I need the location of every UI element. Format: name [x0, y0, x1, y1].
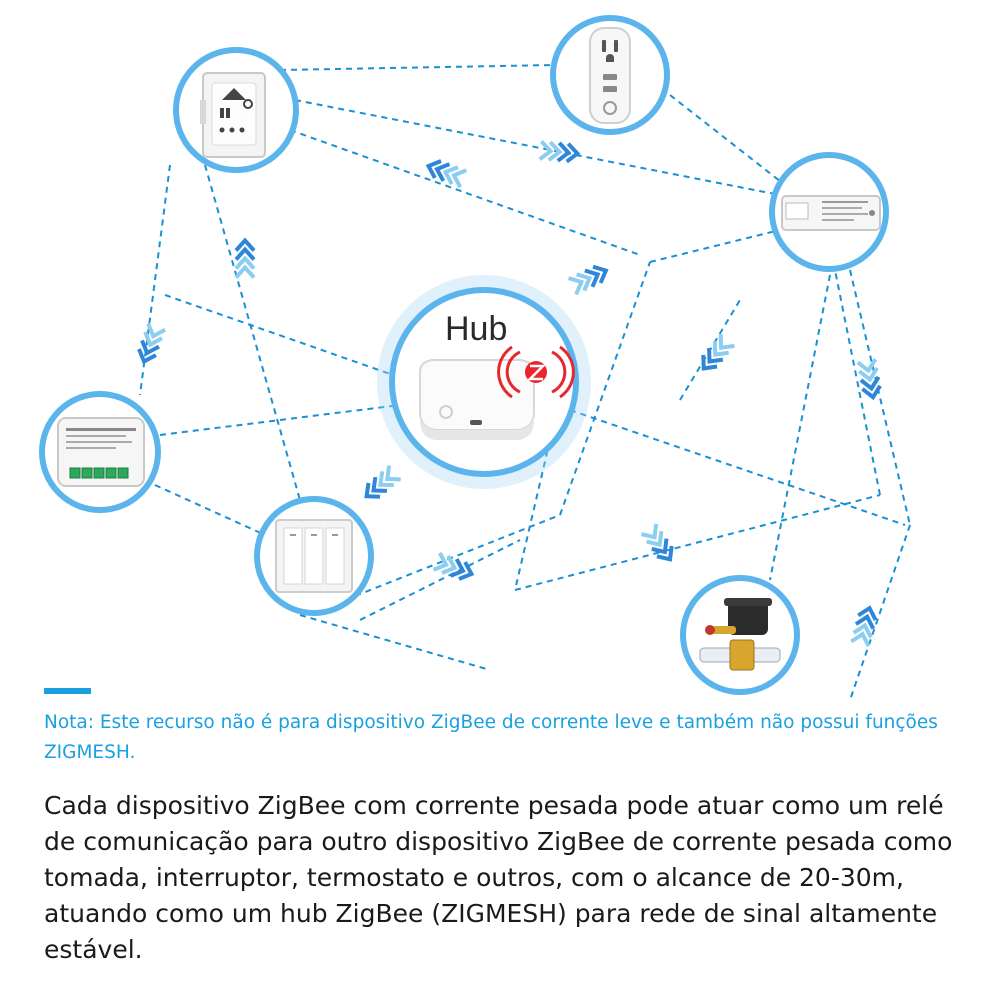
- mesh-link: [139, 164, 171, 396]
- mesh-link: [344, 514, 561, 601]
- light-controller-icon: [781, 195, 881, 231]
- mesh-link: [359, 539, 521, 621]
- mesh-link: [569, 409, 906, 526]
- mesh-link: [769, 274, 831, 581]
- chevron-icon: [364, 482, 381, 499]
- mesh-link: [154, 484, 266, 536]
- chevron-icon: [371, 476, 388, 493]
- chevron-icon: [434, 162, 451, 182]
- chevron-icon: [640, 523, 659, 540]
- signal-arrow: [425, 159, 468, 189]
- switch-module-icon: [57, 417, 145, 487]
- chevron-icon: [425, 159, 442, 179]
- chevron-icon: [861, 384, 882, 401]
- mesh-link: [279, 64, 556, 71]
- mesh-link: [289, 129, 641, 256]
- hub-node: Hub: [377, 275, 591, 489]
- signal-arrow: [701, 334, 735, 371]
- mesh-link: [559, 261, 651, 516]
- smart-plug-icon: [589, 27, 631, 124]
- signal-arrow: [538, 139, 581, 164]
- chevron-icon: [859, 375, 881, 392]
- chevron-icon: [857, 605, 878, 621]
- chevron-icon: [137, 348, 157, 365]
- chevron-icon: [592, 264, 609, 284]
- chevron-icon: [854, 613, 876, 630]
- note-text: Nota: Este recurso não é para dispositiv…: [44, 712, 938, 763]
- chevron-icon: [850, 631, 871, 648]
- chevron-icon: [576, 272, 593, 292]
- zigbee-mesh-diagram: Hub: [39, 15, 911, 700]
- signal-arrow: [234, 237, 256, 279]
- mesh-link: [849, 524, 911, 700]
- chevron-icon: [441, 555, 458, 575]
- chevron-icon: [656, 545, 674, 562]
- chevron-icon: [234, 246, 256, 261]
- chevron-icon: [856, 358, 878, 374]
- mesh-link: [834, 269, 881, 496]
- chevron-icon: [451, 168, 468, 189]
- signal-arrow: [364, 465, 401, 499]
- signal-arrow: [137, 322, 167, 365]
- mesh-link: [649, 229, 781, 263]
- hub-icon: [419, 359, 535, 440]
- chevron-icon: [712, 341, 729, 357]
- chevron-icon: [234, 264, 256, 279]
- wall-switch-icon: [275, 519, 353, 593]
- chevron-icon: [858, 367, 879, 383]
- chevron-icon: [432, 551, 449, 572]
- chevron-icon: [852, 622, 873, 639]
- wall-switch-node: [254, 496, 374, 616]
- mesh-link: [159, 404, 401, 436]
- chevron-icon: [143, 331, 163, 348]
- chevron-icon: [584, 268, 601, 288]
- chevron-icon: [646, 530, 664, 548]
- valve-controller-icon: [699, 598, 781, 671]
- chevron-icon: [234, 255, 256, 270]
- thermostat-node: [173, 47, 299, 173]
- zigbee-logo-icon: [497, 345, 575, 399]
- mesh-links: [139, 64, 911, 700]
- mesh-link: [204, 164, 301, 501]
- chevron-icon: [378, 471, 394, 488]
- switch-module-node: [39, 391, 161, 513]
- signal-arrow: [432, 551, 475, 581]
- description-text: Cada dispositivo ZigBee com corrente pes…: [44, 791, 953, 964]
- chevron-icon: [234, 237, 256, 252]
- chevron-icon: [718, 334, 735, 351]
- chevron-icon: [140, 339, 160, 356]
- signal-arrow: [640, 523, 674, 562]
- chevron-icon: [442, 165, 459, 185]
- chevron-icon: [146, 322, 167, 339]
- chevron-icon: [565, 142, 581, 164]
- chevron-icon: [449, 558, 466, 578]
- valve-controller-node: [680, 575, 800, 695]
- mesh-link: [514, 439, 551, 591]
- chevron-icon: [651, 538, 669, 555]
- chevron-icon: [567, 276, 585, 296]
- thermostat-icon: [200, 72, 266, 158]
- signal-arrow: [850, 605, 878, 648]
- signal-arrow: [567, 264, 609, 296]
- chevron-icon: [384, 465, 401, 482]
- signal-arrow: [856, 358, 882, 401]
- signal-arrows: [137, 139, 882, 648]
- chevron-icon: [556, 141, 572, 163]
- mesh-link: [669, 94, 786, 186]
- chevron-icon: [547, 140, 563, 162]
- mesh-link: [299, 614, 491, 671]
- accent-bar: [44, 688, 91, 694]
- mesh-link: [514, 494, 881, 591]
- hub-label: Hub: [445, 310, 507, 348]
- mesh-link: [849, 269, 911, 526]
- smart-plug-node: [550, 15, 670, 135]
- chevron-icon: [538, 139, 554, 161]
- light-controller-node: [769, 152, 889, 272]
- chevron-icon: [707, 347, 724, 364]
- chevron-icon: [458, 561, 475, 581]
- mesh-link: [294, 99, 781, 196]
- chevron-icon: [701, 354, 718, 371]
